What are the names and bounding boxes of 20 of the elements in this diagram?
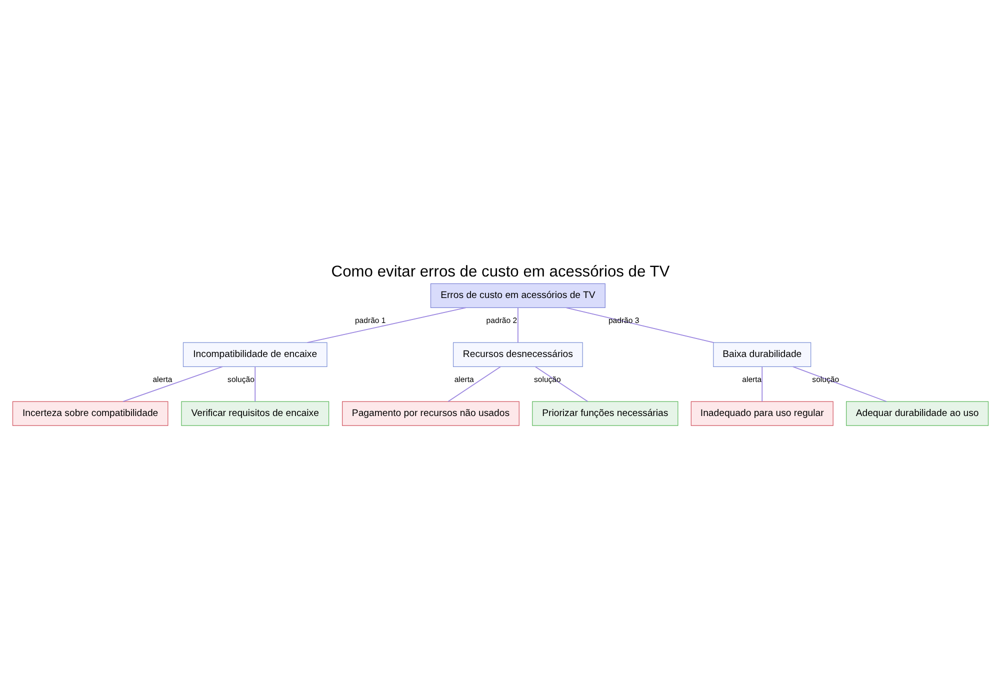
connector (517, 307, 518, 342)
connector (447, 366, 500, 402)
connector (566, 306, 714, 343)
node-box: Priorizar funções necessárias (532, 400, 678, 426)
connector (254, 366, 256, 402)
connector (792, 366, 886, 402)
node-box: Baixa durabilidade (712, 342, 811, 366)
connector (761, 366, 762, 402)
node-box: Incompatibilidade de encaixe (182, 342, 327, 366)
node-box: Adequar durabilidade ao uso (846, 400, 988, 426)
connector (122, 366, 222, 402)
connector (306, 306, 466, 342)
node-box: Verificar requisitos de encaixe (180, 400, 329, 426)
node-box: Pagamento por recursos não usados (342, 400, 519, 426)
node-box: Incerteza sobre compatibilidade (12, 400, 168, 426)
node-box: Inadequado para uso regular (690, 400, 833, 426)
node-box: Recursos desnecessários (452, 342, 582, 366)
connector (534, 366, 588, 402)
node-box: Erros de custo em acessórios de TV (430, 282, 605, 308)
diagram-title: Como evitar erros de custo em acessórios de TV (330, 262, 670, 280)
